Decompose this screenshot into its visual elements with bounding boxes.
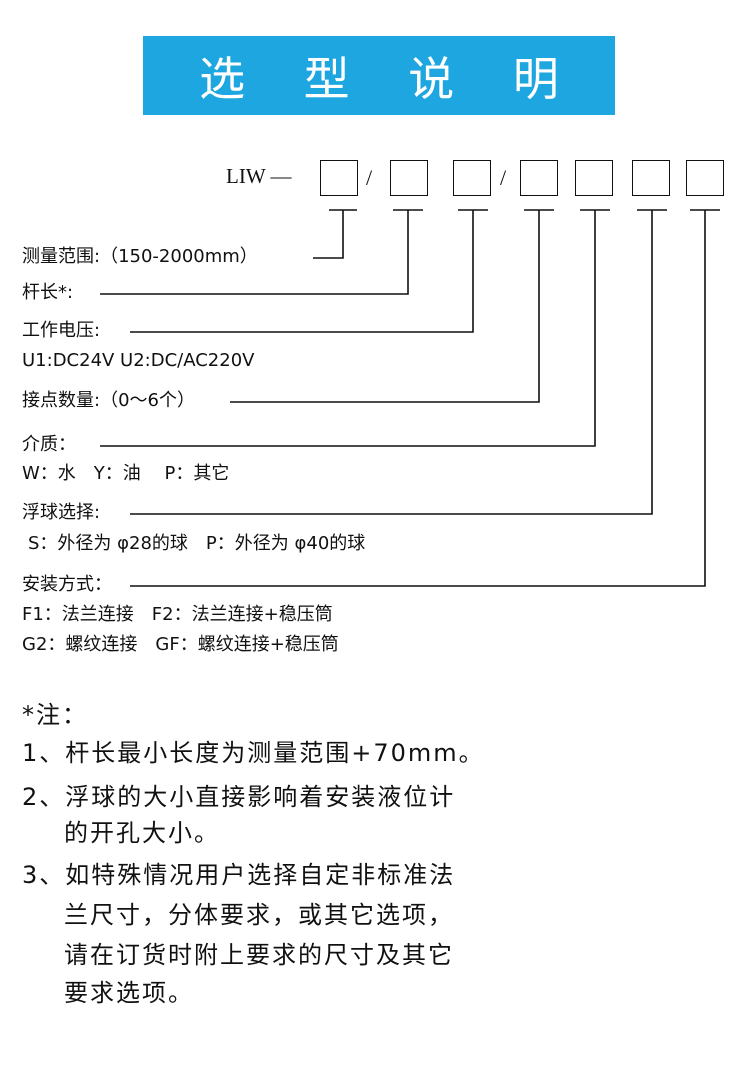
option-medium-label: 介质：: [22, 434, 80, 456]
option-float-detail: S：外径为 φ28的球 P：外径为 φ40的球: [28, 533, 370, 555]
note-line: 要求选项。: [64, 979, 194, 1007]
option-voltage-detail: U1:DC24V U2:DC/AC220V: [22, 350, 259, 372]
note-line: 2、浮球的大小直接影响着安装液位计: [22, 783, 456, 811]
option-contacts-label: 接点数量:（0～6个）: [22, 390, 199, 412]
page-title: 选 型 说 明: [199, 51, 581, 106]
code-box-float: [632, 160, 670, 196]
code-box-range: [320, 160, 358, 196]
code-slash: /: [500, 165, 507, 190]
option-mount-label: 安装方式：: [22, 574, 116, 596]
note-line: 1、杆长最小长度为测量范围+70mm。: [22, 739, 485, 767]
option-medium-detail: W：水 Y：油 P：其它: [22, 463, 234, 485]
model-code-prefix: LIW —: [226, 164, 292, 188]
note-line: 兰尺寸，分体要求，或其它选项，: [64, 901, 454, 929]
option-range-label: 测量范围:（150-2000mm）: [22, 246, 262, 268]
code-box-contacts: [520, 160, 558, 196]
code-slash: /: [366, 165, 373, 190]
code-box-medium: [575, 160, 613, 196]
note-line: 的开孔大小。: [64, 819, 220, 847]
option-voltage-label: 工作电压:: [22, 320, 105, 342]
code-box-mount: [686, 160, 724, 196]
option-mount-detail2: G2：螺纹连接 GF：螺纹连接+稳压筒: [22, 634, 343, 656]
title-banner: 选 型 说 明: [143, 36, 615, 115]
note-line: 请在订货时附上要求的尺寸及其它: [64, 941, 454, 969]
leader-lines: [100, 209, 720, 587]
code-box-rod: [390, 160, 428, 196]
option-rod-label: 杆长*:: [22, 282, 78, 304]
option-mount-detail: F1：法兰连接 F2：法兰连接+稳压筒: [22, 604, 337, 626]
note-line: 3、如特殊情况用户选择自定非标准法: [22, 861, 456, 889]
option-float-label: 浮球选择:: [22, 502, 105, 524]
code-box-voltage: [453, 160, 491, 196]
notes-heading: *注：: [22, 701, 88, 729]
